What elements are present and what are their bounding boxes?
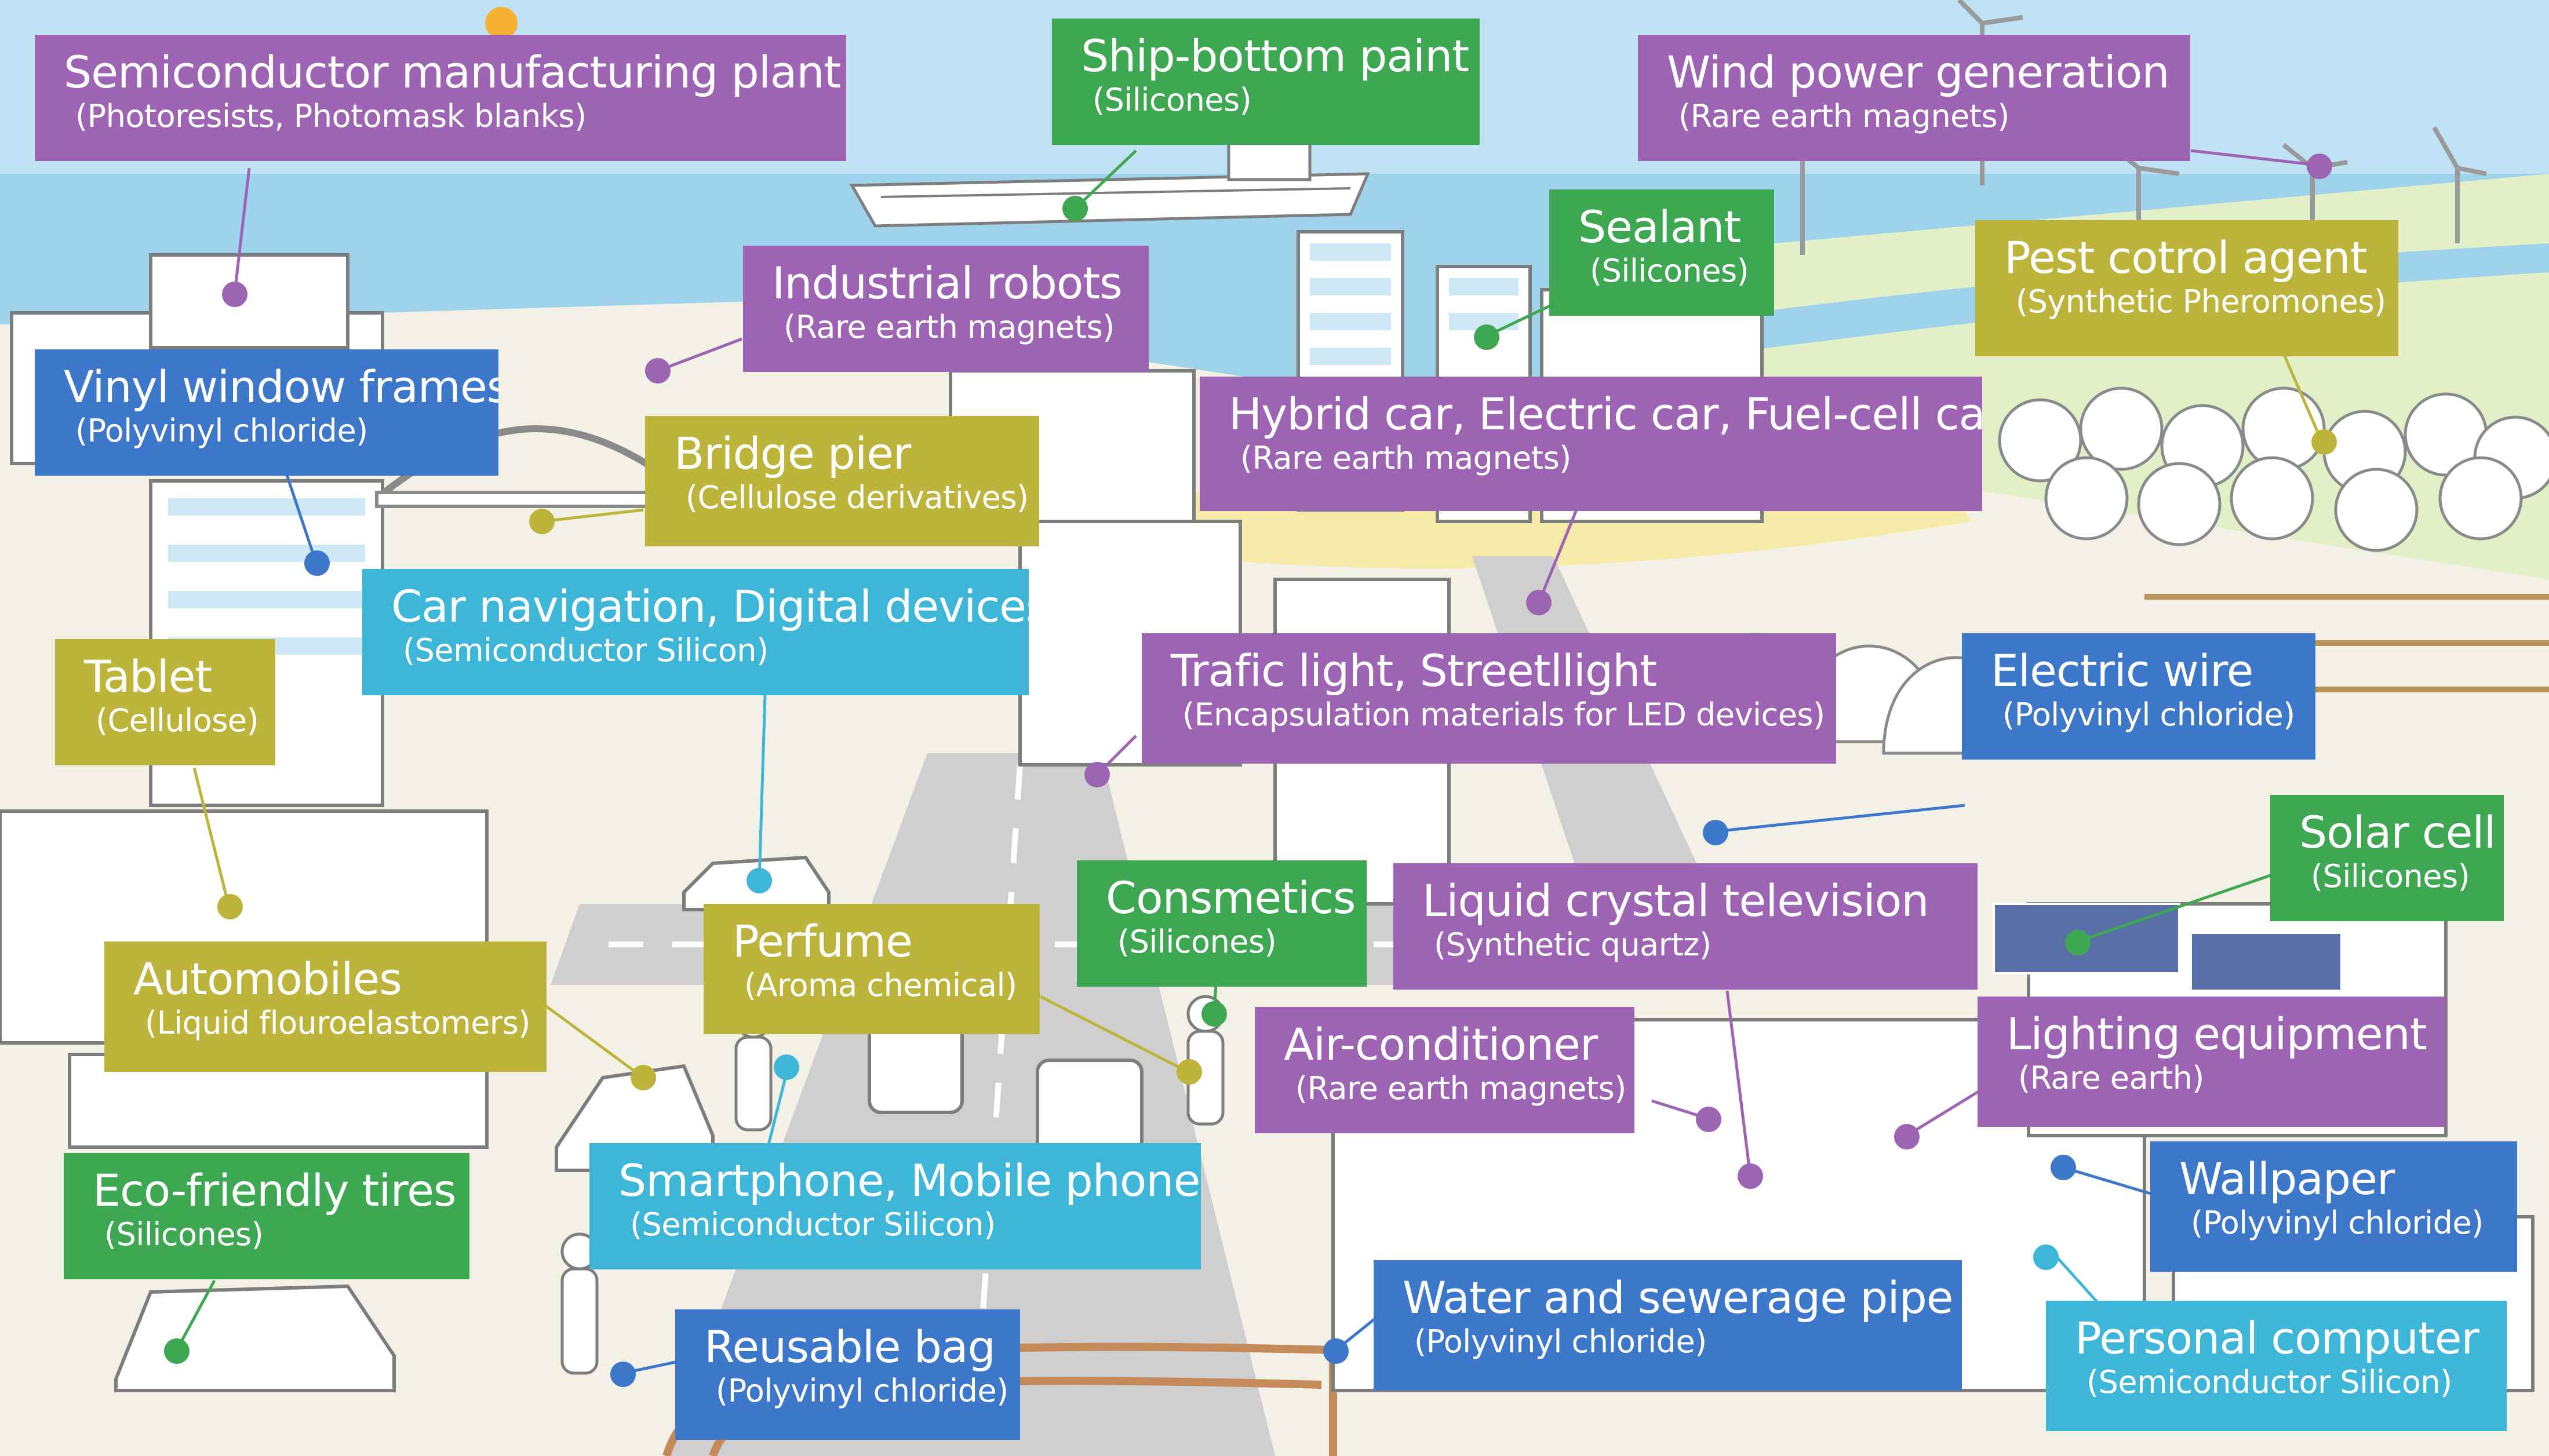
label-subtitle: (Rare earth magnets) bbox=[784, 309, 1115, 346]
label-title: Wind power generation bbox=[1667, 46, 2170, 98]
tanker-ship bbox=[849, 137, 1370, 228]
label-bridge-pier: Bridge pier (Cellulose derivatives) bbox=[645, 416, 1039, 546]
label-title: Car navigation, Digital devices bbox=[391, 581, 1029, 632]
label-title: Air-conditioner bbox=[1284, 1019, 1598, 1070]
label-semiconductor-plant: Semiconductor manufacturing plant (Photo… bbox=[35, 35, 846, 161]
label-subtitle: (Rare earth magnets) bbox=[1240, 440, 1571, 477]
label-subtitle: (Polyvinyl chloride) bbox=[2002, 696, 2295, 734]
label-subtitle: (Silicones) bbox=[104, 1216, 264, 1253]
label-title: Semiconductor manufacturing plant bbox=[64, 46, 841, 98]
label-subtitle: (Polyvinyl chloride) bbox=[75, 413, 368, 450]
label-tablet: Tablet (Cellulose) bbox=[55, 639, 275, 765]
label-subtitle: (Liquid flouroelastomers) bbox=[145, 1005, 530, 1042]
label-pest-control: Pest cotrol agent (Synthetic Pheromones) bbox=[1975, 220, 2398, 356]
label-subtitle: (Rare earth magnets) bbox=[1678, 98, 2009, 135]
label-perfume: Perfume (Aroma chemical) bbox=[704, 904, 1040, 1034]
label-title: Electric wire bbox=[1991, 645, 2253, 696]
label-subtitle: (Silicones) bbox=[1590, 253, 1749, 290]
label-title: Pest cotrol agent bbox=[2004, 232, 2367, 283]
label-subtitle: (Semiconductor Silicon) bbox=[630, 1206, 996, 1243]
label-vinyl-window: Vinyl window frames (Polyvinyl chloride) bbox=[35, 349, 498, 476]
cars bbox=[114, 855, 1144, 1392]
label-title: Solar cell bbox=[2299, 807, 2496, 858]
label-title: Wallpaper bbox=[2179, 1153, 2395, 1205]
solar-panels bbox=[1993, 903, 2343, 992]
label-sealant: Sealant (Silicones) bbox=[1549, 189, 1774, 316]
label-subtitle: (Semiconductor Silicon) bbox=[2086, 1364, 2452, 1401]
label-title: Consmetics bbox=[1106, 872, 1356, 924]
label-eco-tires: Eco-friendly tires (Silicones) bbox=[64, 1153, 469, 1279]
label-lighting: Lighting equipment (Rare earth) bbox=[1978, 997, 2446, 1127]
sun-icon bbox=[485, 7, 518, 39]
label-traffic-light: Trafic light, Streetllight (Encapsulatio… bbox=[1142, 633, 1836, 764]
label-ship-bottom-paint: Ship-bottom paint (Silicones) bbox=[1052, 19, 1480, 145]
label-subtitle: (Polyvinyl chloride) bbox=[1414, 1323, 1707, 1360]
label-car-navigation: Car navigation, Digital devices (Semicon… bbox=[362, 569, 1029, 695]
label-personal-computer: Personal computer (Semiconductor Silicon… bbox=[2046, 1301, 2507, 1431]
label-title: Bridge pier bbox=[674, 428, 911, 479]
label-title: Sealant bbox=[1578, 201, 1741, 253]
label-title: Liquid crystal television bbox=[1422, 875, 1929, 926]
label-title: Vinyl window frames bbox=[64, 361, 498, 413]
label-automobiles: Automobiles (Liquid flouroelastomers) bbox=[104, 942, 547, 1072]
label-title: Hybrid car, Electric car, Fuel-cell car bbox=[1229, 388, 1982, 440]
label-subtitle: (Synthetic quartz) bbox=[1434, 926, 1712, 964]
label-electric-wire: Electric wire (Polyvinyl chloride) bbox=[1962, 633, 2315, 760]
label-water-pipe: Water and sewerage pipe (Polyvinyl chlor… bbox=[1374, 1260, 1962, 1391]
label-smartphone: Smartphone, Mobile phone (Semiconductor … bbox=[589, 1143, 1201, 1269]
label-title: Reusable bag bbox=[704, 1321, 996, 1373]
label-subtitle: (Cellulose) bbox=[96, 702, 259, 739]
label-subtitle: (Silicones) bbox=[1117, 924, 1277, 961]
label-lcd-tv: Liquid crystal television (Synthetic qua… bbox=[1393, 863, 1978, 990]
connector-dots bbox=[164, 154, 2337, 1387]
label-wind-power: Wind power generation (Rare earth magnet… bbox=[1638, 35, 2190, 161]
label-title: Lighting equipment bbox=[2007, 1008, 2427, 1060]
label-subtitle: (Silicones) bbox=[2311, 858, 2470, 895]
label-hybrid-car: Hybrid car, Electric car, Fuel-cell car … bbox=[1200, 377, 1982, 511]
beach bbox=[1072, 417, 1971, 568]
label-title: Personal computer bbox=[2075, 1312, 2479, 1364]
label-title: Perfume bbox=[733, 915, 913, 967]
label-title: Smartphone, Mobile phone bbox=[618, 1155, 1200, 1206]
label-subtitle: (Rare earth) bbox=[2018, 1060, 2204, 1097]
label-subtitle: (Cellulose derivatives) bbox=[686, 479, 1029, 516]
label-title: Tablet bbox=[84, 651, 212, 702]
label-subtitle: (Encapsulation materials for LED devices… bbox=[1182, 696, 1825, 734]
building-windows bbox=[168, 243, 1519, 655]
label-subtitle: (Silicones) bbox=[1093, 82, 1252, 119]
orchard-trees bbox=[1998, 386, 2549, 552]
label-industrial-robots: Industrial robots (Rare earth magnets) bbox=[743, 246, 1149, 372]
label-wallpaper: Wallpaper (Polyvinyl chloride) bbox=[2150, 1141, 2517, 1272]
label-title: Industrial robots bbox=[772, 257, 1123, 309]
label-subtitle: (Polyvinyl chloride) bbox=[716, 1373, 1008, 1410]
label-title: Trafic light, Streetllight bbox=[1171, 645, 1657, 696]
label-cosmetics: Consmetics (Silicones) bbox=[1077, 860, 1367, 987]
label-reusable-bag: Reusable bag (Polyvinyl chloride) bbox=[675, 1309, 1020, 1440]
label-subtitle: (Aroma chemical) bbox=[744, 967, 1017, 1004]
label-subtitle: (Semiconductor Silicon) bbox=[403, 632, 769, 669]
label-title: Water and sewerage pipe bbox=[1403, 1272, 1954, 1323]
label-subtitle: (Photoresists, Photomask blanks) bbox=[75, 98, 587, 135]
label-subtitle: (Rare earth magnets) bbox=[1295, 1070, 1626, 1107]
label-air-conditioner: Air-conditioner (Rare earth magnets) bbox=[1255, 1007, 1634, 1133]
label-title: Automobiles bbox=[133, 953, 402, 1005]
label-subtitle: (Polyvinyl chloride) bbox=[2191, 1205, 2484, 1242]
label-subtitle: (Synthetic Pheromones) bbox=[2016, 283, 2386, 320]
label-title: Ship-bottom paint bbox=[1081, 30, 1469, 82]
label-solar-cell: Solar cell (Silicones) bbox=[2270, 795, 2504, 921]
label-title: Eco-friendly tires bbox=[93, 1165, 457, 1216]
